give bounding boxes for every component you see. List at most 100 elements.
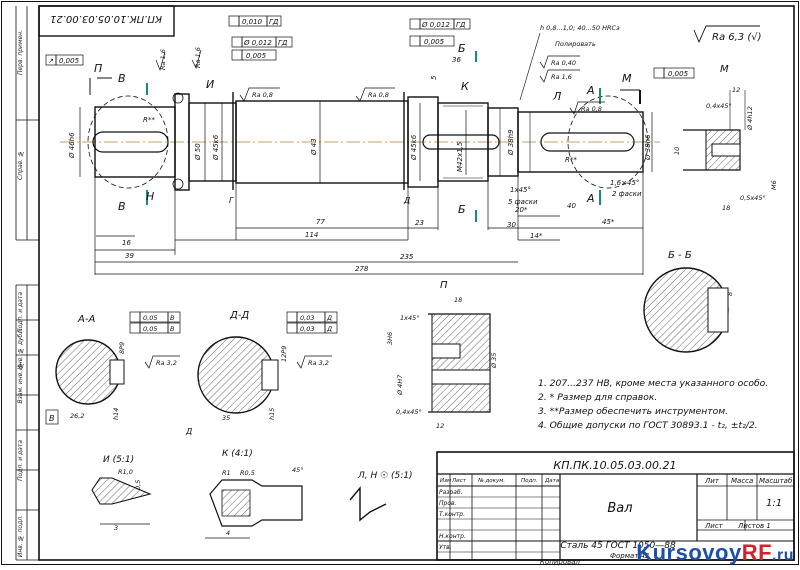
aa-hd: h14 bbox=[112, 408, 120, 420]
section-AA: А-А 0,05 В 0,05 В Ra 3,2 В 26,2 h14 8P9 bbox=[45, 311, 181, 425]
side-label-0: Перв. примен. bbox=[17, 30, 24, 76]
letter-L: Л bbox=[552, 90, 561, 103]
dim-43: Ø 43 bbox=[310, 138, 318, 156]
ra08-b: Ra 0,8 bbox=[368, 91, 389, 99]
letter-N: Н bbox=[146, 190, 154, 203]
tb-format: A3 bbox=[639, 552, 649, 560]
dim-278: 278 bbox=[355, 265, 369, 273]
inner-border bbox=[38, 5, 795, 561]
m-h6: M6 bbox=[770, 180, 778, 190]
dim-thread: M42x1,5 bbox=[456, 141, 464, 172]
svg-text:Д: Д bbox=[185, 427, 192, 436]
left-strip bbox=[15, 6, 39, 561]
tb-mass-label: Масса bbox=[731, 477, 753, 485]
m-10: 10 bbox=[673, 147, 681, 155]
tb-row-5: Утв. bbox=[439, 544, 452, 551]
letter-K: К bbox=[461, 80, 470, 93]
tb-col-1: Лист bbox=[451, 478, 467, 484]
tol-circ-mid-base: ГД bbox=[456, 21, 466, 29]
p-18: 18 bbox=[454, 296, 462, 304]
side-label-6: Инв. № подл. bbox=[17, 515, 24, 558]
dim-chamfer-a: 1х45° bbox=[510, 186, 531, 194]
title-block bbox=[436, 451, 795, 561]
aa-ra: Ra 3,2 bbox=[156, 359, 177, 367]
dim-right-diam: Ø 38h6 bbox=[644, 134, 652, 161]
section-BB: Б - Б 8 bbox=[643, 250, 734, 353]
aa-tol1-base: В bbox=[170, 314, 175, 322]
letter-V: В bbox=[118, 72, 126, 85]
i-3: 3 bbox=[114, 524, 118, 532]
dim-45k6: Ø 45k6 bbox=[212, 134, 220, 161]
view-letters: П В В Н И Г Д К Б Б Л М А А bbox=[94, 42, 632, 216]
dd-tol1-base: Д bbox=[326, 314, 332, 322]
dim-left-diam: Ø 46h6 bbox=[68, 132, 76, 159]
aa-8: 8P9 bbox=[118, 342, 126, 354]
letter-I: И bbox=[206, 78, 214, 91]
tb-col-4: Дата bbox=[544, 478, 560, 484]
p-04: 0,4x45° bbox=[396, 408, 422, 416]
watermark-text-3: .ru bbox=[772, 547, 794, 564]
tol-circ: Ø 0,012 bbox=[243, 39, 272, 47]
letter-G: Г bbox=[229, 196, 234, 205]
ra08-a: Ra 0,8 bbox=[252, 91, 273, 99]
note-4: 4. Общие допуски по ГОСТ 30893.1 - t₂, ±… bbox=[538, 420, 758, 431]
dim-20: 20* bbox=[515, 206, 528, 214]
label-I: И (5:1) bbox=[103, 455, 134, 465]
label-DD: Д-Д bbox=[229, 310, 249, 321]
detail-LN: Л, Н ☉ (5:1) bbox=[349, 471, 413, 522]
tb-col-2: № докум. bbox=[477, 478, 505, 484]
ra16-c: Ra 1,6 bbox=[551, 73, 572, 81]
p-35: Ø 35 bbox=[490, 353, 498, 369]
dd-tol2-base: Д bbox=[326, 325, 332, 333]
dd-tol1: 0,03 bbox=[300, 314, 314, 322]
watermark-text-1: Kursovoy bbox=[636, 540, 742, 565]
detail-M: М 12 0,4x45° Ø 4h12 10 M6 18 0,5x45° bbox=[673, 64, 778, 212]
mirrored-code: КП.ПК.10.05.03.00.21 bbox=[50, 13, 162, 24]
tol-runout-mid: 0,005 bbox=[424, 38, 445, 46]
bb-8: 8 bbox=[726, 292, 734, 296]
tb-sheet-label: Лист bbox=[704, 522, 724, 530]
label-M: М bbox=[720, 64, 729, 75]
dim-chamfer: 1,6×45° bbox=[610, 179, 639, 187]
note-3: 3. **Размер обеспечить инструментом. bbox=[538, 406, 729, 417]
tb-material: Сталь 45 ГОСТ 1050—88 bbox=[560, 541, 676, 551]
tb-col-0: Изм bbox=[440, 478, 451, 484]
general-roughness-text: Ra 6,3 (√) bbox=[712, 32, 762, 43]
k-r1: R1 bbox=[222, 469, 231, 477]
tb-part-name: Вал bbox=[607, 501, 632, 516]
p-38: 3Н6 bbox=[386, 332, 394, 345]
dim-45k6-b: Ø 45k6 bbox=[410, 134, 418, 161]
shaft-main-view bbox=[60, 92, 660, 191]
dd-hd: h15 bbox=[268, 408, 276, 420]
label-K: К (4:1) bbox=[222, 449, 253, 459]
side-label-5: Подп. и дата bbox=[17, 440, 24, 481]
tb-row-1: Пров. bbox=[439, 500, 457, 507]
tol-circ-mid: Ø 0,012 bbox=[421, 21, 450, 29]
ra04: Ra 0,40 bbox=[551, 59, 576, 67]
hardening: h 0,8...1,0; 40...50 HRCэ bbox=[540, 24, 620, 32]
svg-text:В: В bbox=[49, 414, 55, 423]
ra16-a: Ra 1,6 bbox=[159, 49, 167, 70]
letter-A2: А bbox=[586, 192, 595, 205]
tol-circ-base: ГД bbox=[278, 39, 288, 47]
dim-5fas: 5 фаски bbox=[508, 198, 538, 206]
dim-50: Ø 50 bbox=[194, 143, 202, 161]
note-1: 1. 207...237 НВ, кроме места указанного … bbox=[538, 378, 769, 389]
tol-flat: 0,010 bbox=[242, 18, 263, 26]
ra08-c: Ra 0,8 bbox=[581, 105, 602, 113]
p-dd: Ø 4Н7 bbox=[396, 374, 404, 396]
aa-26: 26,2 bbox=[70, 412, 84, 420]
tb-copied: Копировал bbox=[540, 558, 581, 566]
section-arrows bbox=[89, 51, 641, 222]
watermark-logo[interactable]: KursovoyRF.ru bbox=[636, 540, 794, 566]
letter-B: Б bbox=[458, 42, 466, 55]
tol-runout: 0,005 bbox=[246, 52, 267, 60]
m-04: 0,4x45° bbox=[706, 102, 732, 110]
tol-tl: 0,005 bbox=[59, 57, 80, 65]
detail-I: И (5:1) R1,0 0,5 3 bbox=[91, 455, 152, 532]
vertical-dims bbox=[79, 92, 653, 190]
dim-5: 5 bbox=[430, 75, 438, 80]
label-LN: Л, Н ☉ (5:1) bbox=[357, 471, 413, 481]
letter-D: Д bbox=[403, 196, 410, 205]
